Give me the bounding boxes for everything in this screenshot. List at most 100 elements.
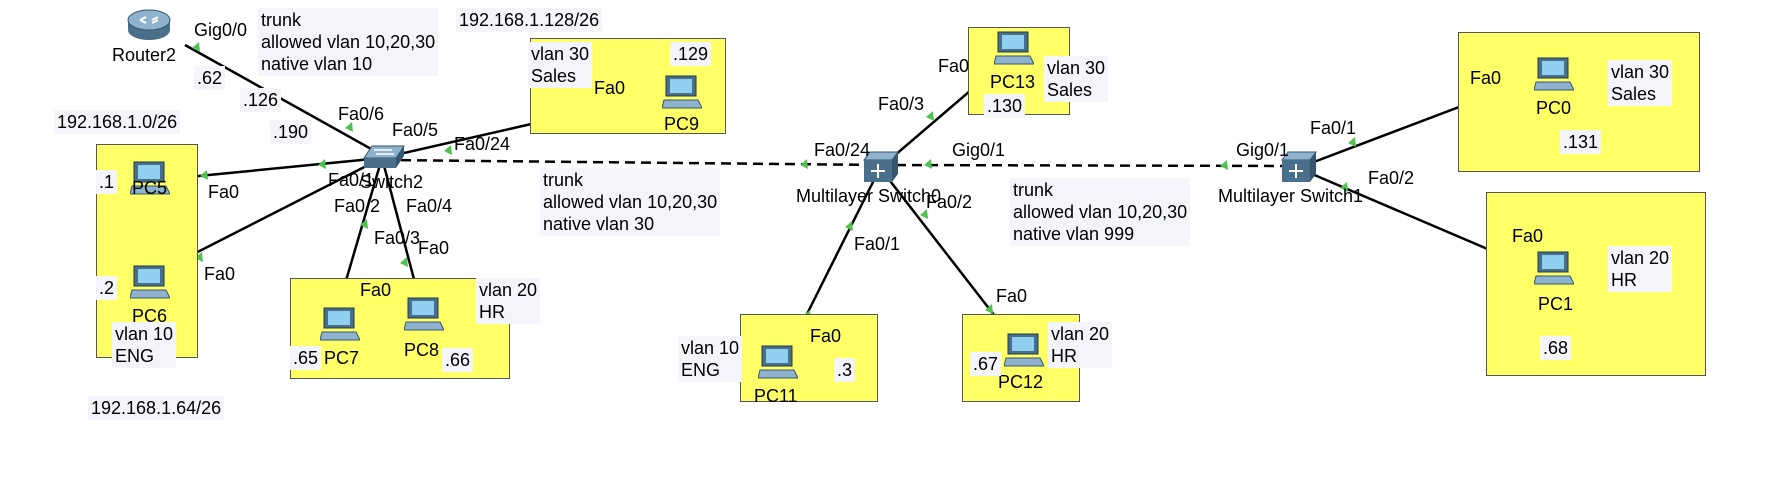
- pc-icon[interactable]: [130, 264, 170, 300]
- port-marker: [920, 209, 928, 219]
- port-label: Gig0/1: [1236, 140, 1290, 160]
- switch-name: Switch2: [360, 172, 424, 192]
- switch-icon[interactable]: [362, 144, 406, 172]
- port-label: Fa0: [1512, 226, 1544, 246]
- port-marker: [845, 221, 853, 231]
- port-label: Fa0: [204, 264, 236, 284]
- pc-icon[interactable]: [1534, 56, 1574, 92]
- port-label: Fa0/1: [854, 234, 901, 254]
- pc-icon[interactable]: [130, 160, 170, 196]
- ip-label: .131: [1560, 130, 1602, 154]
- port-label: Fa0/1: [1310, 118, 1357, 138]
- port-marker: [200, 170, 208, 180]
- ip-label: .68: [1540, 336, 1572, 360]
- subnet-label: 192.168.1.128/26: [456, 8, 603, 32]
- port-marker: [318, 159, 326, 169]
- port-label: Fa0/6: [338, 104, 385, 124]
- pc-icon[interactable]: [1534, 250, 1574, 286]
- ip-label: .2: [96, 276, 118, 300]
- zone-pc1: [1486, 192, 1706, 376]
- pc-name: PC12: [998, 372, 1044, 392]
- ip-label: .3: [834, 358, 856, 382]
- port-label: Fa0: [208, 182, 240, 202]
- pc-name: PC9: [664, 114, 700, 134]
- port-label: Gig0/1: [952, 140, 1006, 160]
- multilayer-switch-name: Multilayer Switch0: [796, 186, 942, 206]
- port-label: Fa0/2: [926, 192, 973, 212]
- port-label: Fa0: [418, 238, 450, 258]
- pc-name: PC5: [132, 178, 168, 198]
- port-marker: [1340, 182, 1348, 192]
- pc-name: PC13: [990, 72, 1036, 92]
- pc-name: PC0: [1536, 98, 1572, 118]
- port-marker: [360, 219, 368, 229]
- port-label: Fa0/3: [374, 228, 421, 248]
- ip-label: .129: [670, 42, 712, 66]
- port-label: Gig0/0: [194, 20, 248, 40]
- port-label: Fa0: [594, 78, 626, 98]
- ip-label: .67: [970, 352, 1002, 376]
- port-marker: [1220, 160, 1228, 170]
- port-label: Fa0/2: [1368, 168, 1415, 188]
- port-label: Fa0/24: [814, 140, 871, 160]
- port-marker: [192, 42, 200, 52]
- pc-name: PC8: [404, 340, 440, 360]
- port-label: Fa0/3: [878, 94, 925, 114]
- router-name: Router2: [112, 45, 177, 65]
- port-marker: [1348, 137, 1356, 147]
- subnet-label: 192.168.1.0/26: [54, 110, 181, 134]
- ip-label: .66: [442, 348, 474, 372]
- link-switch-pc5: [177, 156, 383, 180]
- multilayer-switch-icon[interactable]: [862, 150, 900, 184]
- link-switch-pc6: [177, 156, 383, 264]
- pc-icon[interactable]: [320, 306, 360, 342]
- port-marker: [400, 257, 408, 267]
- pc-icon[interactable]: [758, 344, 798, 380]
- pc-icon[interactable]: [404, 296, 444, 332]
- port-label: Fa0: [938, 56, 970, 76]
- port-marker: [985, 304, 993, 314]
- ip-label: .62: [194, 66, 226, 90]
- ip-label: .130: [984, 94, 1026, 118]
- port-marker: [926, 111, 934, 121]
- port-label: Fa0: [810, 326, 842, 346]
- port-marker: [800, 159, 808, 169]
- pc-icon[interactable]: [1004, 332, 1044, 368]
- port-label: Fa0/4: [406, 196, 453, 216]
- link-mls-mls1: [879, 163, 1296, 168]
- pc-icon[interactable]: [994, 30, 1034, 66]
- multilayer-switch-icon[interactable]: [1280, 150, 1318, 184]
- port-marker: [345, 122, 353, 132]
- ip-label: .1: [96, 170, 118, 194]
- port-label: Fa0/2: [334, 196, 381, 216]
- multilayer-switch-name: Multilayer Switch1: [1218, 186, 1364, 206]
- pc-name: PC7: [324, 348, 360, 368]
- link-switch-mls: [384, 158, 881, 167]
- link-router-switch: [184, 43, 383, 157]
- port-marker: [195, 252, 203, 262]
- subnet-label: 192.168.1.64/26: [88, 396, 225, 420]
- pc-name: PC6: [132, 306, 168, 326]
- port-label: Fa0/24: [454, 134, 511, 154]
- port-label: Fa0: [360, 280, 392, 300]
- ip-label: .65: [290, 346, 322, 370]
- port-label: Fa0/1: [328, 170, 375, 190]
- pc-icon[interactable]: [662, 74, 702, 110]
- port-marker: [924, 159, 932, 169]
- ip-label: .190: [270, 120, 312, 144]
- port-label: Fa0: [1470, 68, 1502, 88]
- pc-name: PC11: [754, 386, 798, 406]
- router-icon[interactable]: [126, 8, 172, 42]
